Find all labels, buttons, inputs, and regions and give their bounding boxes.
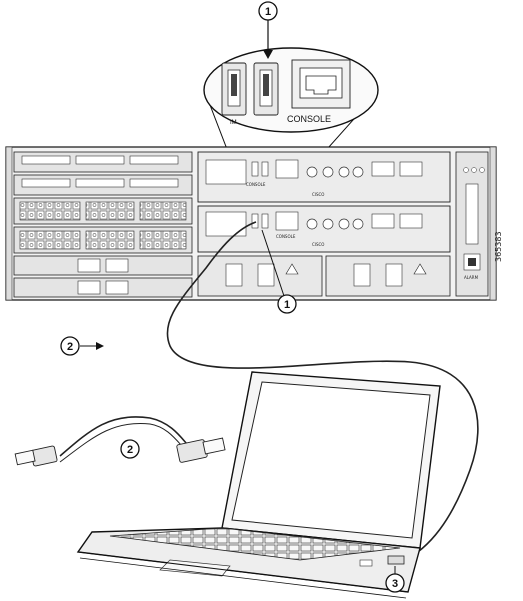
callout-2-cable: 2 — [60, 336, 104, 356]
laptop-keyboard — [109, 527, 401, 561]
callout-1-usb-port: 1 — [277, 294, 297, 314]
cisco-label-upper: CISCO — [312, 192, 324, 197]
loose-usb-cable: 2 — [14, 416, 226, 467]
interface-modules — [13, 151, 193, 298]
chassis-usb-console-port — [251, 213, 259, 229]
laptop: 3 — [76, 371, 441, 599]
fan-alarm-tray: ALARM — [455, 151, 489, 297]
route-processor-lower: CISCO CONSOLE — [197, 205, 451, 253]
callout-1-top: 1 — [258, 1, 278, 21]
usb-console-cable — [166, 221, 479, 563]
console-label-lower: CONSOLE — [276, 234, 296, 239]
zoom-arrowhead — [263, 50, 273, 59]
laptop-usb-port — [387, 555, 405, 565]
figure-id: 365383 — [494, 231, 503, 262]
console-label-upper: CONSOLE — [246, 182, 266, 187]
usb-port-leader — [261, 229, 285, 297]
svg-text:1: 1 — [284, 299, 290, 311]
svg-text:2: 2 — [127, 444, 133, 456]
laptop-screen — [231, 381, 431, 539]
svg-text:1: 1 — [265, 6, 271, 18]
callout-2-loose-cable: 2 — [120, 439, 140, 459]
alarm-label: ALARM — [464, 275, 479, 280]
zoom-callout: CONSOLE IM 1 — [203, 1, 379, 223]
module-bay-5 — [13, 255, 193, 276]
laptop-side-port — [359, 559, 373, 567]
zoom-partial-label: IM — [230, 120, 237, 126]
cisco-label-lower: CISCO — [312, 242, 324, 247]
svg-text:3: 3 — [392, 578, 398, 590]
usb-connector-left — [14, 445, 58, 467]
module-bay-6 — [13, 277, 193, 298]
router-chassis: CISCO CONSOLE CISCO CONSOLE — [5, 146, 497, 314]
usb-connector-right — [176, 437, 226, 463]
svg-text:2: 2 — [67, 341, 73, 353]
callout-3-laptop-port: 3 — [385, 566, 405, 593]
power-supplies — [197, 255, 451, 297]
route-processor-upper: CISCO CONSOLE — [197, 151, 451, 203]
zoom-console-label: CONSOLE — [287, 114, 331, 124]
